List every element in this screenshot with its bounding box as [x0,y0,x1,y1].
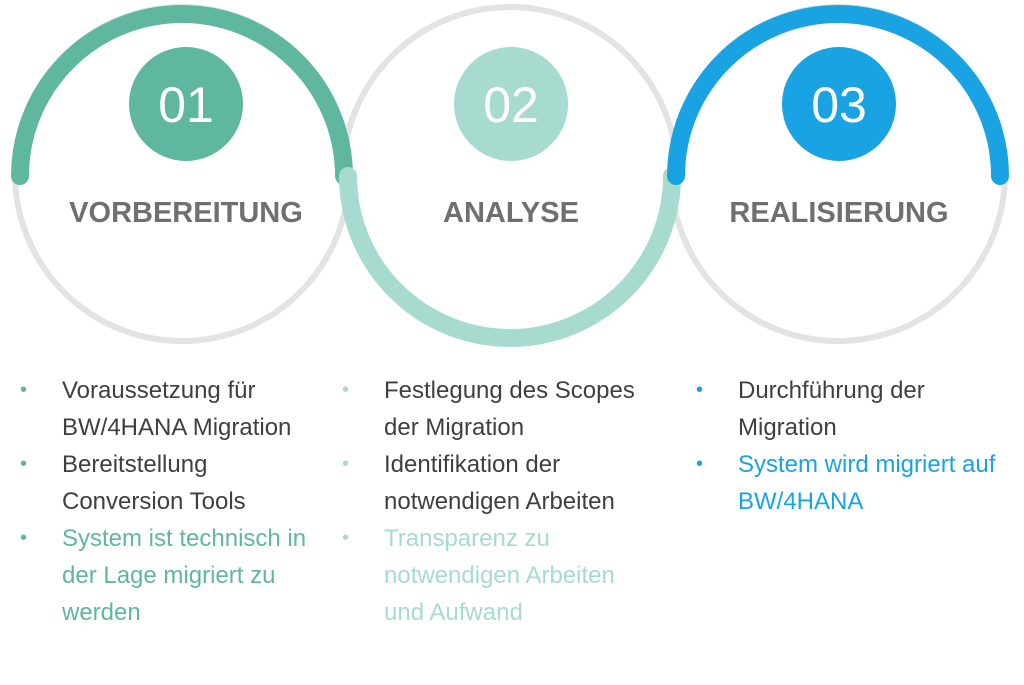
step-3-title: REALISIERUNG [729,197,948,229]
step-1-title: VORBEREITUNG [69,197,303,229]
list-item: • Bereitstellung Conversion Tools [14,446,334,520]
step-1-list: • Voraussetzung für BW/4HANA Migration •… [14,372,334,631]
list-item-highlight: • System wird migriert auf BW/4HANA [690,446,1010,520]
step-2-list: • Festlegung des Scopes der Migration • … [336,372,656,631]
bullet-icon: • [696,453,704,475]
list-item-text: Festlegung des Scopes der Migration [384,377,635,441]
step-2-number: 02 [483,77,539,133]
step-2-details: • Festlegung des Scopes der Migration • … [336,372,656,631]
step-3-badge: 03 [782,47,896,161]
step-1-number: 01 [158,77,214,133]
list-item: • Durchführung der Migration [690,372,1010,446]
list-item: • Identifikation der notwendigen Arbeite… [336,446,656,520]
arc-step-1 [11,5,353,185]
list-item-text: Durchführung der Migration [738,377,925,441]
bullet-icon: • [342,453,350,475]
list-item-highlight: • System ist technisch in der Lage migri… [14,520,334,631]
bullet-icon: • [20,527,28,549]
step-1-badge: 01 [129,47,243,161]
step-2-title: ANALYSE [443,197,579,229]
bullet-icon: • [342,379,350,401]
list-item-text: System ist technisch in der Lage migrier… [62,525,307,626]
list-item-text: Voraussetzung für BW/4HANA Migration [62,377,292,441]
step-2-badge: 02 [454,47,568,161]
bullet-icon: • [20,379,28,401]
list-item-text: Bereitstellung Conversion Tools [62,451,246,515]
step-3-number: 03 [811,77,867,133]
bullet-icon: • [342,527,350,549]
list-item-text: Identifikation der notwendigen Arbeiten [384,451,615,515]
bullet-icon: • [696,379,704,401]
list-item-highlight: • Transparenz zu notwendigen Arbeiten un… [336,520,656,631]
bullet-icon: • [20,453,28,475]
list-item-text: Transparenz zu notwendigen Arbeiten und … [384,525,615,626]
arc-step-2 [339,167,681,347]
list-item: • Festlegung des Scopes der Migration [336,372,656,446]
list-item: • Voraussetzung für BW/4HANA Migration [14,372,334,446]
list-item-text: System wird migriert auf BW/4HANA [738,451,996,515]
arc-step-3 [667,5,1009,185]
step-3-details: • Durchführung der Migration • System wi… [690,372,1010,520]
step-1-details: • Voraussetzung für BW/4HANA Migration •… [14,372,334,631]
step-3-list: • Durchführung der Migration • System wi… [690,372,1010,520]
